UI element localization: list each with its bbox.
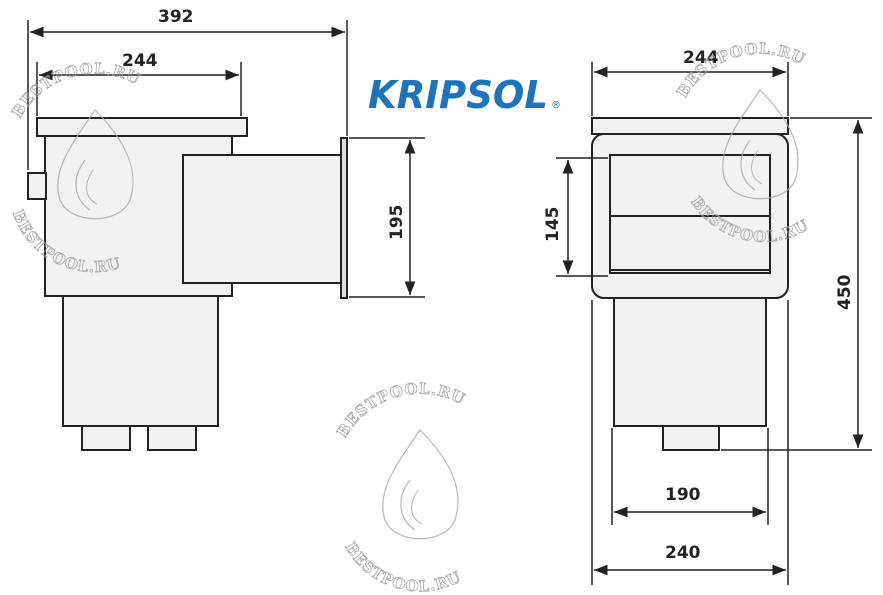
side-outlet-left xyxy=(81,425,131,451)
side-outlet-right xyxy=(147,425,197,451)
dim-front-body-width: 190 xyxy=(665,485,701,505)
front-outlet xyxy=(662,425,720,451)
side-dimensions xyxy=(27,20,425,298)
kripsol-logo: KRIPSOL ® xyxy=(368,73,561,117)
side-mouth-tube xyxy=(182,154,342,284)
front-view xyxy=(591,117,789,451)
dim-front-opening-height: 145 xyxy=(543,207,563,243)
svg-text:BESTPOOL.RU: BESTPOOL.RU xyxy=(341,539,464,595)
logo-brand-text: KRIPSOL xyxy=(368,73,548,117)
side-basket-body xyxy=(62,295,219,427)
logo-trademark: ® xyxy=(551,100,561,111)
side-front-flange xyxy=(340,137,348,299)
watermark-bottom-center: BESTPOOL.RU BESTPOOL.RU xyxy=(333,379,468,595)
side-nozzle xyxy=(27,172,47,200)
front-basket-body xyxy=(613,297,767,427)
dim-front-base-width: 240 xyxy=(665,543,701,563)
front-opening xyxy=(609,154,771,274)
svg-text:BESTPOOL.RU: BESTPOOL.RU xyxy=(333,380,468,441)
front-dimensions xyxy=(556,62,872,585)
front-top-flange xyxy=(591,117,789,135)
dim-side-mouth-height: 195 xyxy=(387,205,407,241)
dim-side-total-length: 392 xyxy=(158,7,194,27)
dim-front-top-width: 244 xyxy=(683,48,719,68)
side-top-flange xyxy=(36,117,248,137)
dim-front-total-height: 450 xyxy=(835,274,855,310)
side-view xyxy=(27,117,348,451)
dim-side-top-width: 244 xyxy=(122,51,158,71)
